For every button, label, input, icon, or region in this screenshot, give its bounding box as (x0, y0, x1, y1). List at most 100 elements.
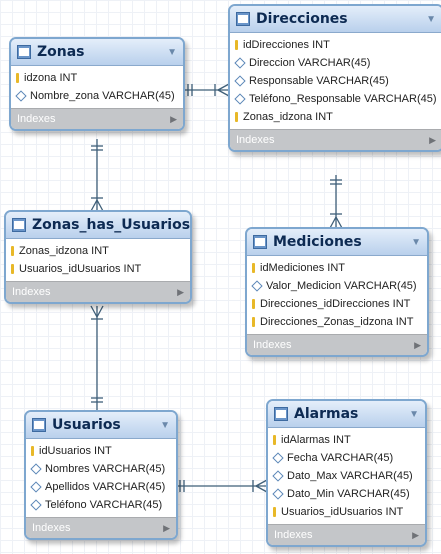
column-row[interactable]: Direcciones_Zonas_idzona INT (252, 313, 423, 331)
chevron-down-icon[interactable]: ▼ (160, 419, 170, 431)
table-icon (12, 218, 26, 232)
table-zonas-has-usuarios[interactable]: Zonas_has_Usuarios ▼ Zonas_idzona INT Usu… (4, 210, 192, 304)
table-title: Direcciones (256, 11, 348, 27)
expand-arrow-icon[interactable]: ▶ (177, 286, 184, 297)
foreign-key-icon (252, 317, 255, 327)
column-row[interactable]: Nombre_zona VARCHAR(45) (15, 87, 179, 105)
chevron-down-icon[interactable]: ▼ (411, 236, 421, 248)
foreign-key-icon (252, 299, 255, 309)
column-label: Nombres VARCHAR(45) (45, 463, 166, 475)
table-header[interactable]: Zonas ▼ (11, 39, 183, 66)
table-title: Zonas_has_Usuarios (32, 217, 191, 233)
column-diamond-icon (234, 93, 246, 105)
column-row[interactable]: idUsuarios INT (31, 442, 172, 460)
table-header[interactable]: Usuarios ▼ (26, 412, 176, 439)
column-row[interactable]: Zonas_idzona INT (235, 108, 438, 126)
table-usuarios[interactable]: Usuarios ▼ idUsuarios INT Nombres VARCHAR… (24, 410, 178, 540)
column-row[interactable]: Dato_Min VARCHAR(45) (272, 485, 421, 503)
column-diamond-icon (30, 481, 42, 493)
column-row[interactable]: Zonas_idzona INT (11, 242, 186, 260)
expand-arrow-icon[interactable]: ▶ (163, 522, 170, 533)
expand-arrow-icon[interactable]: ▶ (412, 529, 419, 540)
column-diamond-icon (234, 75, 246, 87)
column-diamond-icon (272, 452, 284, 464)
column-label: Nombre_zona VARCHAR(45) (30, 90, 175, 102)
table-icon (236, 12, 250, 26)
column-label: Usuarios_idUsuarios INT (19, 263, 142, 275)
column-label: Direcciones_idDirecciones INT (260, 298, 411, 310)
indexes-bar[interactable]: Indexes ▶ (6, 281, 190, 302)
column-row[interactable]: idzona INT (16, 69, 179, 87)
indexes-label: Indexes (17, 113, 56, 125)
table-icon (253, 235, 267, 249)
chevron-down-icon[interactable]: ▼ (167, 46, 177, 58)
column-row[interactable]: idAlarmas INT (273, 431, 421, 449)
column-label: Zonas_idzona INT (243, 111, 333, 123)
column-label: Dato_Max VARCHAR(45) (287, 470, 413, 482)
column-list: idzona INT Nombre_zona VARCHAR(45) (11, 66, 183, 108)
column-diamond-icon (15, 90, 27, 102)
column-label: idUsuarios INT (39, 445, 112, 457)
table-direcciones[interactable]: Direcciones ▼ idDirecciones INT Direccion… (228, 4, 441, 152)
table-zonas[interactable]: Zonas ▼ idzona INT Nombre_zona VARCHAR(45… (9, 37, 185, 131)
column-row[interactable]: Teléfono VARCHAR(45) (30, 496, 172, 514)
column-diamond-icon (251, 280, 263, 292)
indexes-bar[interactable]: Indexes ▶ (230, 129, 441, 150)
column-diamond-icon (272, 470, 284, 482)
indexes-label: Indexes (274, 529, 313, 541)
column-row[interactable]: Apellidos VARCHAR(45) (30, 478, 172, 496)
table-title: Zonas (37, 44, 85, 60)
indexes-bar[interactable]: Indexes ▶ (11, 108, 183, 129)
column-label: Direcciones_Zonas_idzona INT (260, 316, 414, 328)
column-row[interactable]: Valor_Medicion VARCHAR(45) (251, 277, 423, 295)
table-title: Alarmas (294, 406, 359, 422)
column-row[interactable]: Responsable VARCHAR(45) (234, 72, 438, 90)
column-diamond-icon (272, 488, 284, 500)
column-label: Direccion VARCHAR(45) (249, 57, 371, 69)
primary-key-icon (235, 40, 238, 50)
table-header[interactable]: Zonas_has_Usuarios ▼ (6, 212, 190, 239)
column-row[interactable]: Dato_Max VARCHAR(45) (272, 467, 421, 485)
indexes-label: Indexes (32, 522, 71, 534)
column-diamond-icon (234, 57, 246, 69)
table-mediciones[interactable]: Mediciones ▼ idMediciones INT Valor_Medic… (245, 227, 429, 357)
expand-arrow-icon[interactable]: ▶ (429, 134, 436, 145)
column-list: idDirecciones INT Direccion VARCHAR(45) Re… (230, 33, 441, 129)
primary-key-icon (31, 446, 34, 456)
column-list: idUsuarios INT Nombres VARCHAR(45) Apellid… (26, 439, 176, 517)
chevron-down-icon[interactable]: ▼ (426, 13, 436, 25)
foreign-key-icon (11, 264, 14, 274)
table-title: Usuarios (52, 417, 121, 433)
expand-arrow-icon[interactable]: ▶ (170, 113, 177, 124)
column-label: Zonas_idzona INT (19, 245, 109, 257)
column-row[interactable]: Nombres VARCHAR(45) (30, 460, 172, 478)
column-label: idzona INT (24, 72, 78, 84)
indexes-bar[interactable]: Indexes ▶ (268, 524, 425, 545)
indexes-bar[interactable]: Indexes ▶ (247, 334, 427, 355)
column-row[interactable]: Usuarios_idUsuarios INT (273, 503, 421, 521)
column-diamond-icon (30, 499, 42, 511)
column-row[interactable]: Fecha VARCHAR(45) (272, 449, 421, 467)
column-row[interactable]: idMediciones INT (252, 259, 423, 277)
chevron-down-icon[interactable]: ▼ (190, 220, 192, 231)
table-icon (17, 45, 31, 59)
indexes-label: Indexes (253, 339, 292, 351)
chevron-down-icon[interactable]: ▼ (409, 408, 419, 420)
table-header[interactable]: Alarmas ▼ (268, 401, 425, 428)
column-row[interactable]: Direccion VARCHAR(45) (234, 54, 438, 72)
indexes-bar[interactable]: Indexes ▶ (26, 517, 176, 538)
column-label: Valor_Medicion VARCHAR(45) (266, 280, 417, 292)
column-row[interactable]: Direcciones_idDirecciones INT (252, 295, 423, 313)
column-row[interactable]: idDirecciones INT (235, 36, 438, 54)
expand-arrow-icon[interactable]: ▶ (414, 339, 421, 350)
column-label: Usuarios_idUsuarios INT (281, 506, 404, 518)
column-row[interactable]: Teléfono_Responsable VARCHAR(45) (234, 90, 438, 108)
column-label: idMediciones INT (260, 262, 345, 274)
table-header[interactable]: Direcciones ▼ (230, 6, 441, 33)
column-label: Teléfono VARCHAR(45) (45, 499, 163, 511)
primary-key-icon (252, 263, 255, 273)
table-header[interactable]: Mediciones ▼ (247, 229, 427, 256)
column-row[interactable]: Usuarios_idUsuarios INT (11, 260, 186, 278)
